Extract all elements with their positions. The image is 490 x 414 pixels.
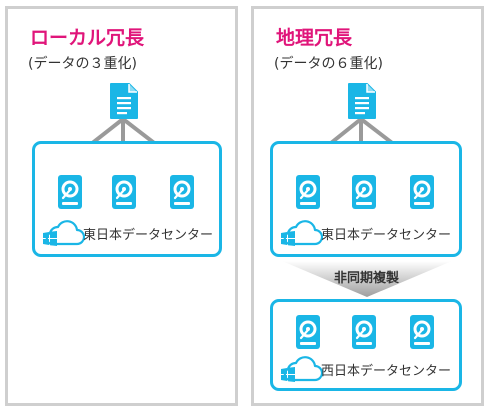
hard-disk-icon [409, 174, 435, 210]
datacenter-box-west: 西日本データセンター [270, 299, 462, 391]
datacenter-box-east: 東日本データセンター [270, 141, 462, 257]
geo-redundancy-panel: 地理冗長 (データの６重化) 東日本データセンター 非同期複製 [251, 6, 484, 406]
datacenter-label: 東日本データセンター [83, 228, 214, 243]
panel-subtitle: (データの６重化) [274, 56, 383, 72]
cloud-windows-icon [41, 218, 85, 248]
document-icon [109, 82, 139, 120]
cloud-windows-icon [279, 354, 323, 384]
panel-title: ローカル冗長 [30, 27, 145, 49]
hard-disk-icon [57, 174, 83, 210]
hard-disk-icon [111, 174, 137, 210]
hard-disk-icon [351, 174, 377, 210]
hard-disk-icon [295, 174, 321, 210]
replication-label: 非同期複製 [334, 271, 400, 286]
hard-disk-icon [295, 314, 321, 350]
datacenter-label: 西日本データセンター [321, 364, 452, 379]
datacenter-box-east: 東日本データセンター [32, 141, 222, 257]
hard-disk-icon [409, 314, 435, 350]
local-redundancy-panel: ローカル冗長 (データの３重化) 東日本データセンター [5, 6, 238, 406]
panel-subtitle: (データの３重化) [28, 56, 137, 72]
datacenter-label: 東日本データセンター [321, 228, 452, 243]
document-icon [347, 82, 377, 120]
cloud-windows-icon [279, 218, 323, 248]
hard-disk-icon [351, 314, 377, 350]
async-replication-arrow [282, 261, 452, 297]
hard-disk-icon [169, 174, 195, 210]
panel-title: 地理冗長 [276, 27, 353, 49]
